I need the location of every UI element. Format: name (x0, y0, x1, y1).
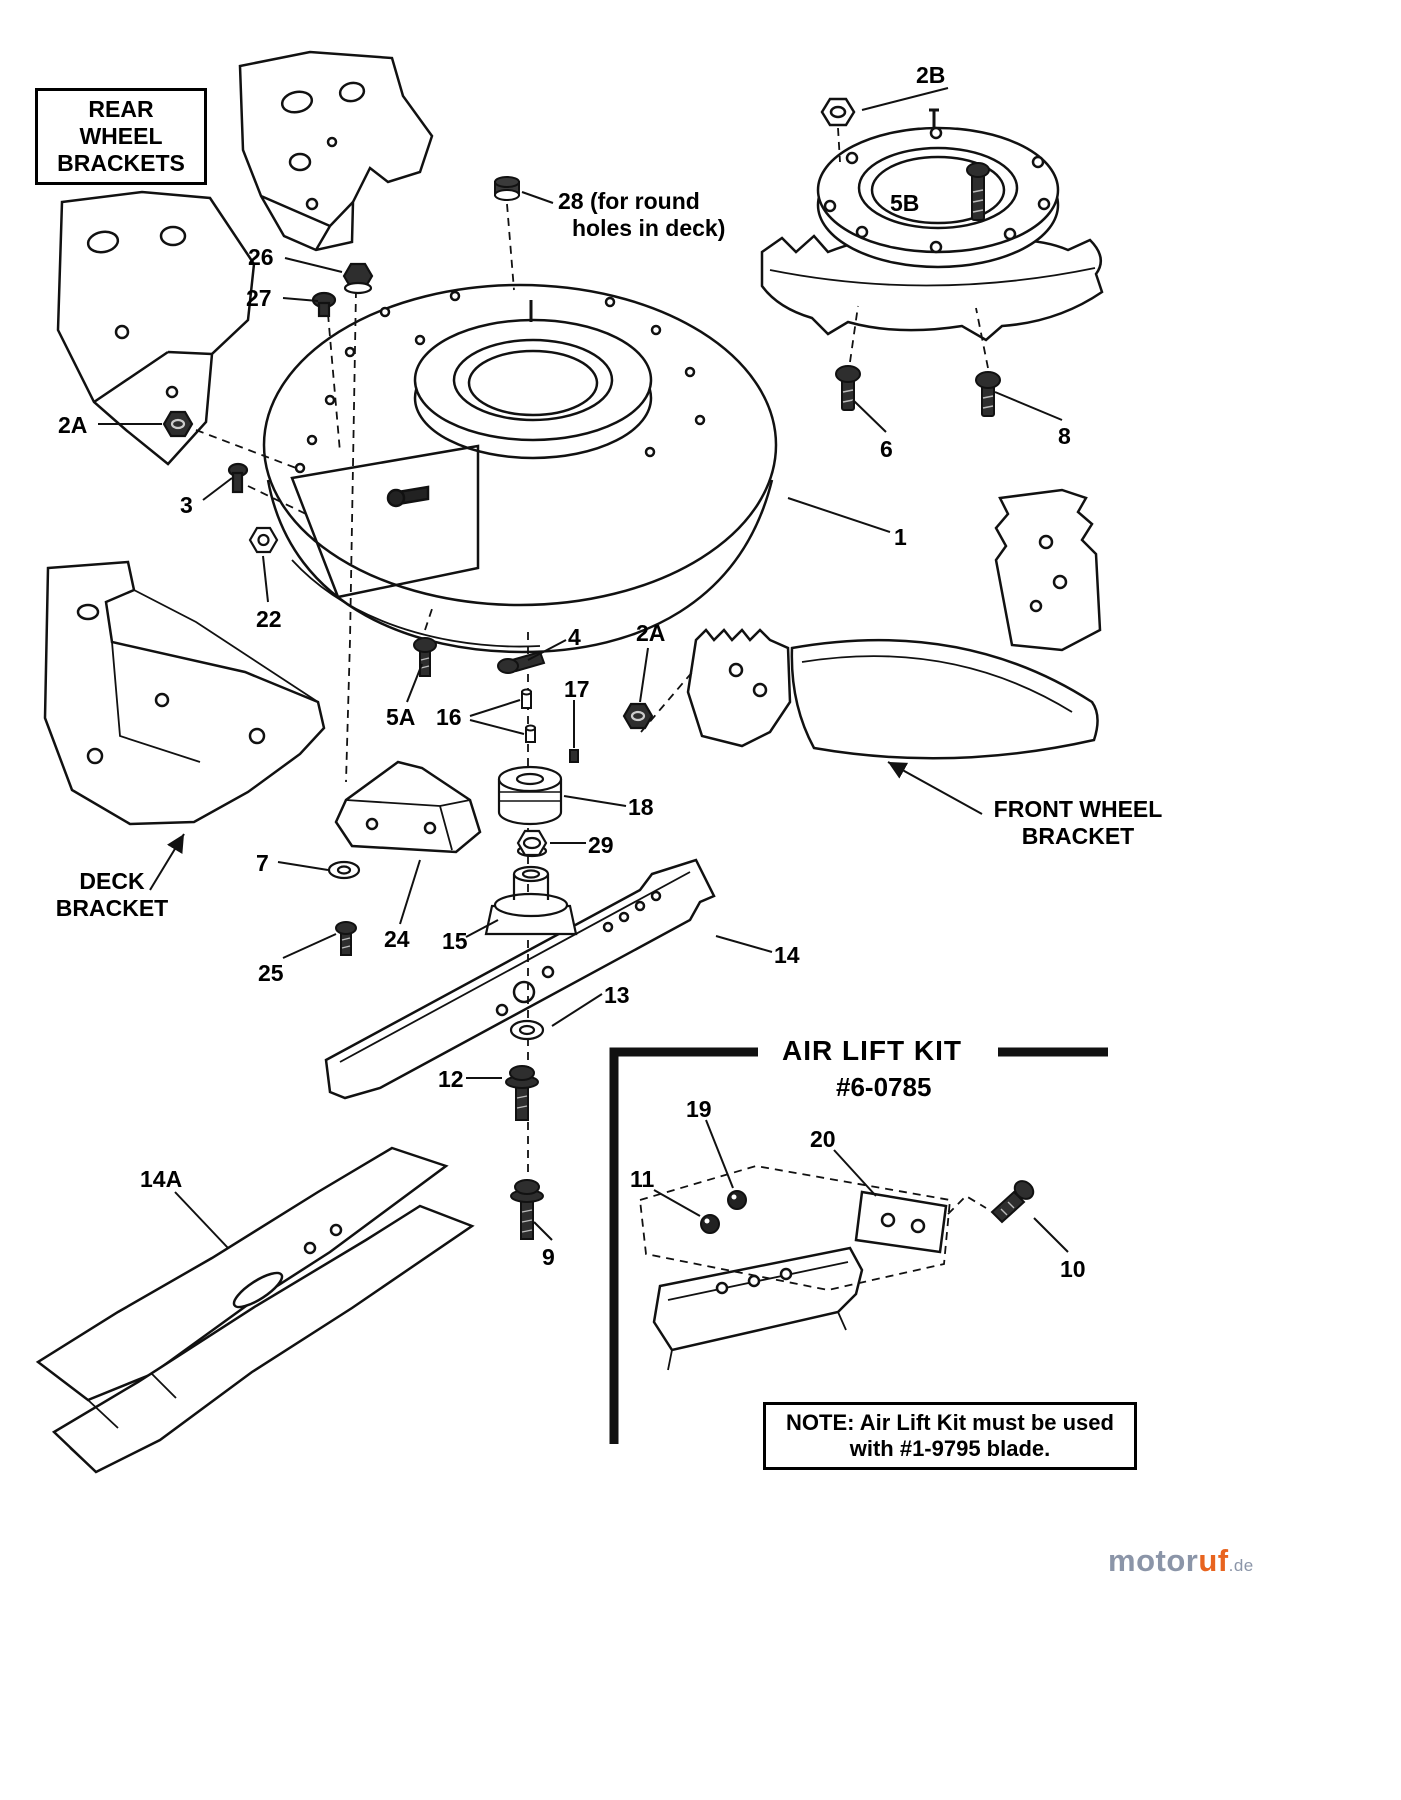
pins-16-drawing (521, 688, 536, 743)
deck-bracket-drawing (43, 560, 326, 826)
part-callout-1: 1 (894, 524, 907, 550)
bolt-12-drawing (505, 1065, 539, 1121)
note-line2: with #1-9795 blade. (849, 1435, 1051, 1461)
bolt-27-drawing (311, 291, 337, 318)
spacer-18-drawing (497, 765, 563, 826)
leader-lines (98, 87, 1069, 1253)
bolt-9-drawing (510, 1179, 544, 1240)
mower-deck-drawing (262, 283, 778, 654)
note-line1: NOTE: Air Lift Kit must be used (786, 1410, 1114, 1435)
bolt-8-drawing (975, 371, 1001, 417)
bolt-25-drawing (335, 921, 357, 956)
part-28-note-label: 28 (for round holes in deck) (558, 188, 725, 242)
nut-2a-left-drawing (162, 410, 194, 438)
part-callout-26: 26 (248, 244, 274, 270)
part-callout-2a: 2A (636, 620, 666, 646)
mulching-blade-drawing (35, 1146, 475, 1474)
note-box: NOTE: Air Lift Kit must be used with #1-… (763, 1402, 1137, 1470)
part-callout-29: 29 (588, 832, 614, 858)
rear-wheel-bracket-left-drawing (56, 190, 256, 466)
watermark[interactable]: motoruf.de (1108, 1543, 1254, 1579)
part-callout-9: 9 (542, 1244, 555, 1270)
watermark-tld: .de (1228, 1556, 1254, 1575)
part-callout-2b: 2B (916, 62, 946, 88)
grommet-11-drawing (700, 1214, 720, 1234)
part-callout-20: 20 (810, 1126, 836, 1152)
part-callout-7: 7 (256, 850, 269, 876)
part-callout-5b: 5B (890, 190, 920, 216)
part-callout-8: 8 (1058, 423, 1071, 449)
nut-2b-drawing (820, 97, 856, 127)
front-wheel-bracket-drawing (686, 488, 1102, 760)
bracket-24-drawing (334, 760, 482, 854)
part-callout-22: 22 (256, 606, 282, 632)
air-lift-plate-lower-drawing (652, 1246, 864, 1371)
adapter-15-drawing (484, 865, 578, 936)
part-callout-4: 4 (568, 624, 581, 650)
part-callout-27: 27 (246, 285, 272, 311)
grommet-19-drawing (727, 1190, 747, 1210)
nut-26-drawing (342, 262, 374, 295)
part-28-note-line1: 28 (for round (558, 188, 700, 214)
part-callout-18: 18 (628, 794, 654, 820)
air-lift-kit-part-number: #6-0785 (836, 1072, 932, 1102)
rear-wheel-brackets-line1: REAR WHEEL (79, 96, 163, 150)
deck-bracket-line1: DECK (79, 868, 145, 894)
rear-wheel-brackets-line2: BRACKETS (57, 150, 185, 177)
watermark-orange-part: uf (1198, 1543, 1229, 1578)
bolt-3-drawing (227, 462, 249, 494)
part-callout-5a: 5A (386, 704, 416, 730)
part-callout-11: 11 (630, 1166, 655, 1192)
part-callout-14a: 14A (140, 1166, 183, 1192)
washer-13-drawing (509, 1019, 545, 1041)
nut-22-drawing (248, 526, 279, 554)
part-callout-2a: 2A (58, 412, 88, 438)
bolt-6-drawing (835, 365, 861, 411)
part-callout-25: 25 (258, 960, 284, 986)
part-callout-13: 13 (604, 982, 630, 1008)
part-callout-17: 17 (564, 676, 590, 702)
part-callout-10: 10 (1060, 1256, 1086, 1282)
air-lift-kit-title: AIR LIFT KIT (782, 1035, 962, 1066)
front-wheel-bracket-line2: BRACKET (1021, 823, 1135, 850)
plug-28-drawing (494, 176, 520, 201)
bolt-10-drawing (990, 1180, 1035, 1224)
part-callout-15: 15 (442, 928, 468, 954)
air-lift-plate-20-drawing (854, 1190, 948, 1254)
part-callout-6: 6 (880, 436, 893, 462)
front-wheel-bracket-label: FRONT WHEEL BRACKET (978, 796, 1178, 850)
part-callout-3: 3 (180, 492, 193, 518)
front-wheel-bracket-line1: FRONT WHEEL (993, 796, 1163, 822)
deck-bracket-label: DECK BRACKET (52, 868, 172, 922)
nut-29-drawing (516, 829, 548, 858)
deck-bracket-line2: BRACKET (55, 895, 169, 922)
bolt-5b-drawing (966, 162, 990, 221)
watermark-gray-part: motor (1108, 1543, 1199, 1578)
washer-7-drawing (327, 860, 361, 880)
pin-17-drawing (569, 749, 579, 763)
part-callout-12: 12 (438, 1066, 464, 1092)
rear-wheel-bracket-upper-drawing (238, 50, 434, 252)
bolt-5a-drawing (413, 637, 437, 677)
blower-housing-drawing (760, 108, 1104, 342)
part-callout-16: 16 (436, 704, 462, 730)
rear-wheel-brackets-label: REAR WHEEL BRACKETS (35, 88, 207, 186)
part-28-note-line2: holes in deck) (572, 215, 726, 242)
part-callout-19: 19 (686, 1096, 712, 1122)
air-lift-kit-border (609, 1047, 1108, 1444)
part-callout-14: 14 (774, 942, 800, 968)
nut-2a-right-drawing (622, 702, 654, 730)
blade-drawing (324, 858, 716, 1100)
part-callout-24: 24 (384, 926, 410, 952)
